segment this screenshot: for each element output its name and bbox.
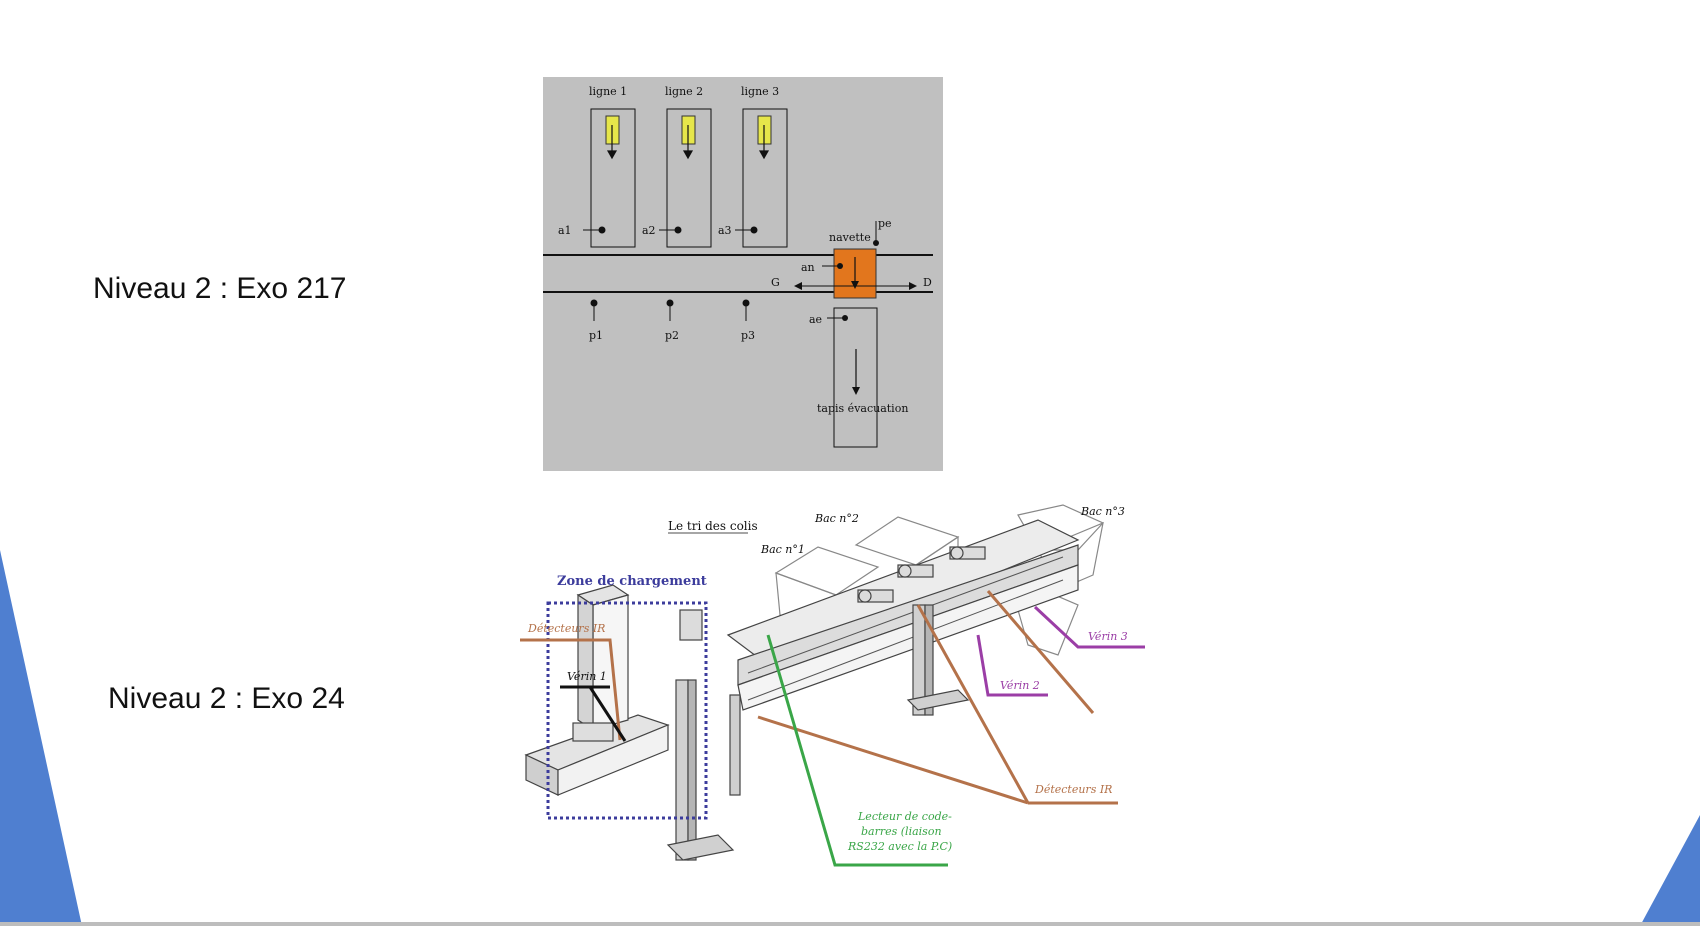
bac-2-label: Bac n°2 [814,512,859,525]
conveyor-line-1 [590,108,636,248]
verin-3-label: Vérin 3 [1088,630,1128,643]
conveyor-line-3 [742,108,788,248]
left-direction-label: G [771,276,780,289]
main-conveyor [726,519,1080,711]
verin-2-label: Vérin 2 [1000,679,1040,692]
right-direction-label: D [923,276,932,289]
loading-zone-label: Zone de chargement [557,574,707,589]
sensor-a2-label: a2 [642,224,656,237]
diagram-title: Le tri des colis [668,519,758,533]
heading-exo-217: Niveau 2 : Exo 217 [93,272,347,305]
pistons [679,546,986,641]
ae-label: ae [809,313,822,326]
ir-detectors-right-label: Détecteurs IR [1034,783,1112,796]
sensor-a3-label: a3 [718,224,732,237]
left-accent-triangle [0,550,82,926]
verin-1-label: Vérin 1 [567,670,607,683]
ir-detectors-left-label: Détecteurs IR [527,622,605,635]
sensor-p1-label: p1 [589,329,603,342]
barcode-reader-label-2: barres (liaison [861,825,942,838]
navette-label: navette [829,231,871,244]
sensor-a1-label: a1 [558,224,572,237]
tapis-evacuation-label: tapis évacuation [817,402,908,415]
conveyor-line-2 [666,108,712,248]
loading-station [524,584,670,796]
line-label-2: ligne 2 [665,85,703,98]
bac-3-label: Bac n°3 [1080,505,1125,518]
heading-exo-24: Niveau 2 : Exo 24 [108,682,345,715]
right-accent-triangle [1640,815,1700,926]
evacuation-conveyor [833,307,878,448]
sensor-p3-label: p3 [741,329,755,342]
line-label-1: ligne 1 [589,85,627,98]
barcode-reader-label-3: RS232 avec la P.C) [847,840,952,853]
barcode-reader-label-1: Lecteur de code- [857,810,952,823]
frame-legs [666,604,970,861]
an-label: an [801,261,815,274]
slide-bottom-border [0,922,1700,926]
loading-zone-box [546,601,708,820]
line-label-3: ligne 3 [741,85,779,98]
pe-label: pe [878,217,892,230]
bac-1-label: Bac n°1 [760,543,805,556]
sorting-shuttle-diagram: ligne 1 ligne 2 ligne 3 a1 a2 a3 navette [543,77,943,471]
parcel-sorting-machine-diagram: Le tri des colis Bac n°1 Bac n°2 Bac n°3 [520,504,1145,867]
sensor-p2-label: p2 [665,329,679,342]
